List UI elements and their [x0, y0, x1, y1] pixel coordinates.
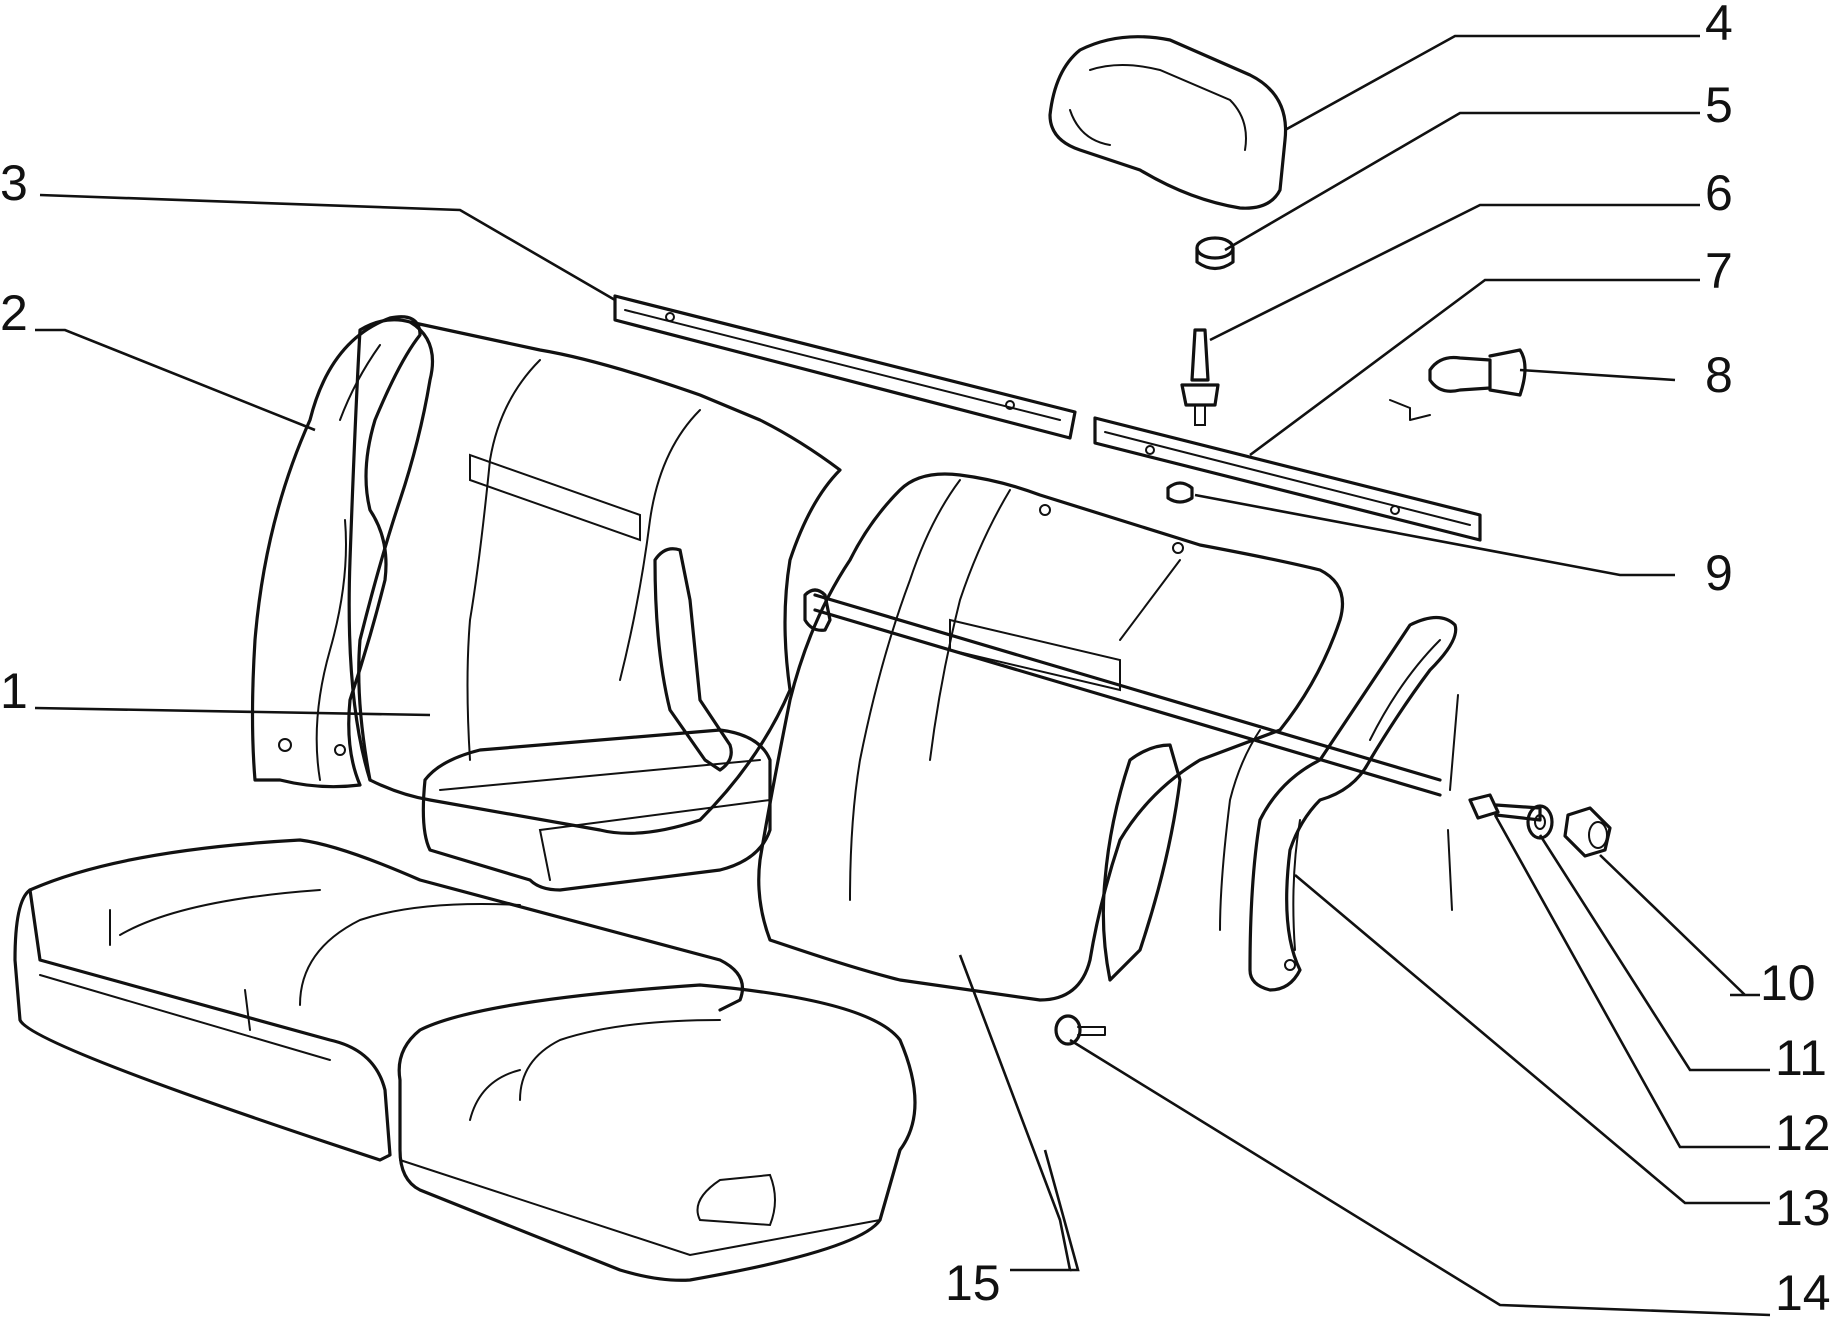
- leader-15: [958, 954, 1072, 1272]
- callout-6: 6: [1705, 165, 1733, 221]
- left-backrest: [347, 318, 842, 892]
- right-side-bolster: [1248, 615, 1459, 992]
- seat-cushion: [13, 838, 917, 1282]
- leader-7: [1249, 278, 1700, 457]
- leader-2: [35, 328, 316, 432]
- leader-13: [1294, 874, 1770, 1205]
- headrest: [1048, 35, 1288, 210]
- bracket-outline: [1389, 399, 1431, 421]
- leader-6: [1209, 203, 1700, 342]
- callout-13: 13: [1775, 1180, 1831, 1236]
- leader-4: [1284, 34, 1700, 132]
- leader-10: [1599, 854, 1760, 997]
- leader-9: [1194, 493, 1675, 577]
- leader-8: [1519, 368, 1676, 382]
- leader-1: [34, 706, 431, 717]
- callout-2: 2: [0, 285, 28, 341]
- callout-9: 9: [1705, 545, 1733, 601]
- leader-3: [39, 193, 616, 302]
- callout-7: 7: [1705, 243, 1733, 299]
- leader-15b: [1043, 1149, 1080, 1272]
- leader-lines: [34, 34, 1771, 1317]
- callout-3: 3: [0, 155, 28, 211]
- fastener-clip: [1428, 348, 1527, 397]
- callout-5: 5: [1705, 77, 1733, 133]
- right-backrest: [757, 472, 1345, 1002]
- leader-12: [1493, 814, 1770, 1149]
- callout-10: 10: [1760, 955, 1816, 1011]
- left-side-bolster: [250, 315, 422, 789]
- upper-trim-rail-right: [1093, 416, 1482, 542]
- headrest-guide-bush: [1195, 236, 1235, 271]
- callout-12: 12: [1775, 1105, 1831, 1161]
- leader-14: [1069, 1038, 1771, 1317]
- callout-11: 11: [1775, 1030, 1827, 1086]
- leader-5: [1224, 111, 1700, 252]
- callout-14: 14: [1775, 1265, 1831, 1319]
- retaining-pin: [1180, 328, 1220, 426]
- upper-trim-rail-left: [613, 294, 1077, 440]
- callout-15: 15: [945, 1255, 1001, 1311]
- callout-4: 4: [1705, 0, 1733, 51]
- knob-screw: [1054, 1014, 1106, 1046]
- spacer-bush: [1563, 806, 1612, 858]
- leader-11: [1538, 834, 1770, 1072]
- seat-belt-strap: [803, 588, 1442, 797]
- callout-8: 8: [1705, 347, 1733, 403]
- washer: [1526, 804, 1554, 840]
- callout-1: 1: [0, 663, 28, 719]
